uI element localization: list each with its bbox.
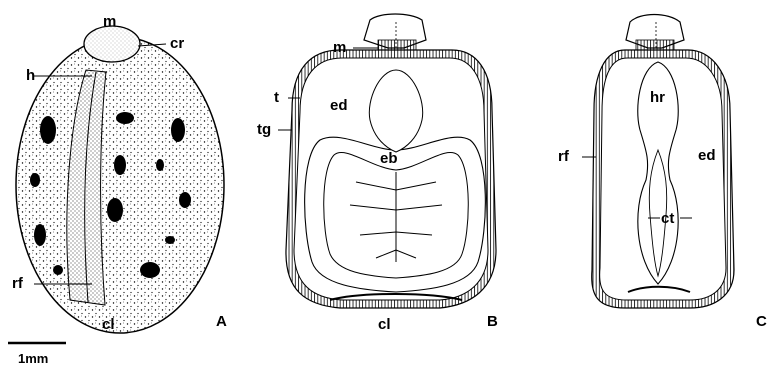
label-a-rf: rf — [12, 275, 24, 292]
scale-bar-label: 1mm — [18, 351, 48, 366]
label-b-eb: eb — [380, 150, 398, 167]
label-b-t: t — [274, 89, 279, 106]
label-b-m: m — [333, 39, 346, 56]
label-c-ed: ed — [698, 147, 716, 164]
label-b-ed: ed — [330, 97, 348, 114]
label-a-h: h — [26, 67, 35, 84]
label-c-rf: rf — [558, 148, 570, 165]
label-b-cl: cl — [378, 316, 391, 333]
label-c-hr: hr — [650, 89, 665, 106]
label-a-m: m — [103, 13, 116, 30]
label-a-cl: cl — [102, 316, 115, 333]
panel-label-a: A — [216, 313, 227, 330]
panel-label-c: C — [756, 313, 767, 330]
label-a-cr: cr — [170, 35, 184, 52]
panel-a-seed-exterior — [16, 26, 224, 333]
panel-label-b: B — [487, 313, 498, 330]
label-b-tg: tg — [257, 121, 271, 138]
label-c-ct: ct — [661, 210, 674, 227]
